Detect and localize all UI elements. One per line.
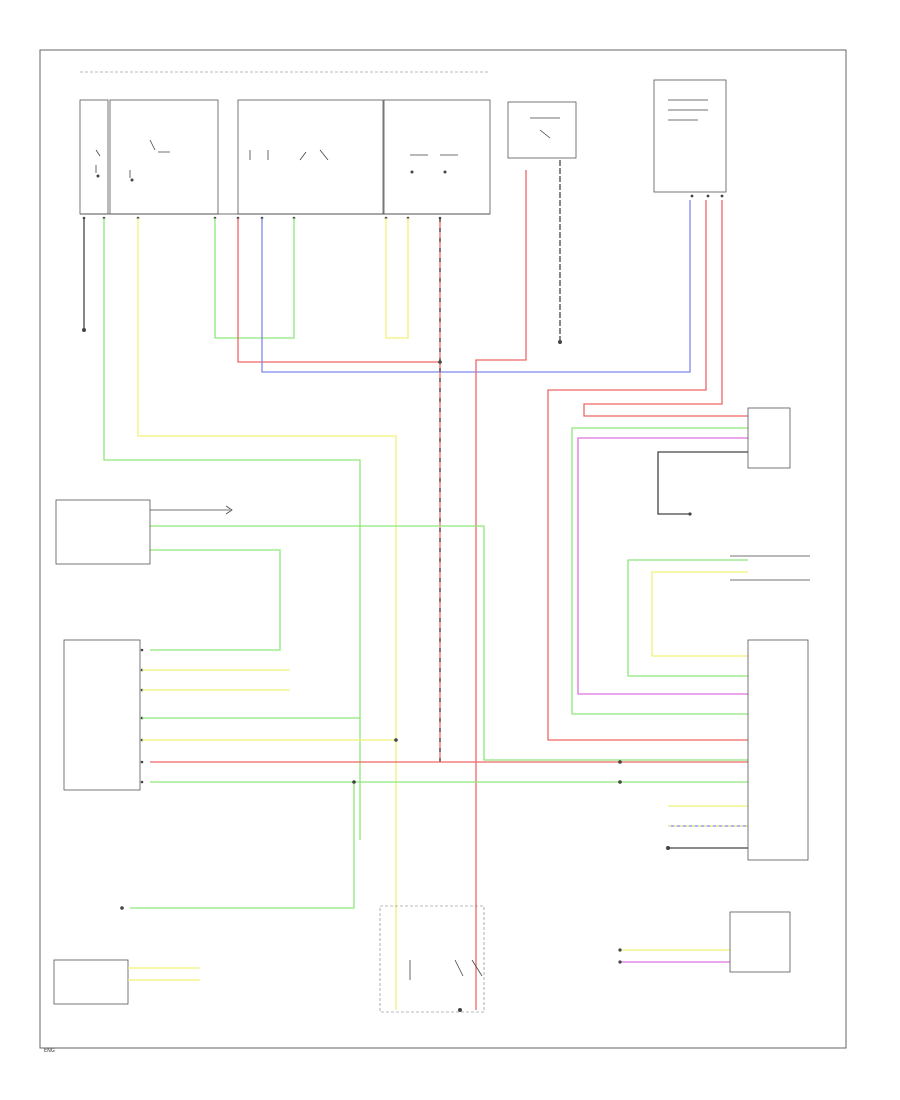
- bottom-components: [53, 782, 485, 1013]
- pcm-wires: [142, 669, 396, 741]
- fuse-relay-box: [79, 71, 491, 220]
- ground-symbols: [618, 512, 692, 964]
- diagram-frame: [39, 49, 847, 1049]
- clutch-switch: [55, 499, 233, 565]
- splice-points: [352, 360, 622, 784]
- battery-junction-box: [507, 101, 577, 159]
- footer-label: ENG: [44, 1048, 55, 1054]
- powertrain-control-module: [63, 639, 144, 791]
- right-modules: [729, 407, 810, 973]
- right-wires: [150, 427, 748, 963]
- wires-top: [82, 160, 748, 1010]
- body-control-module: [653, 79, 727, 198]
